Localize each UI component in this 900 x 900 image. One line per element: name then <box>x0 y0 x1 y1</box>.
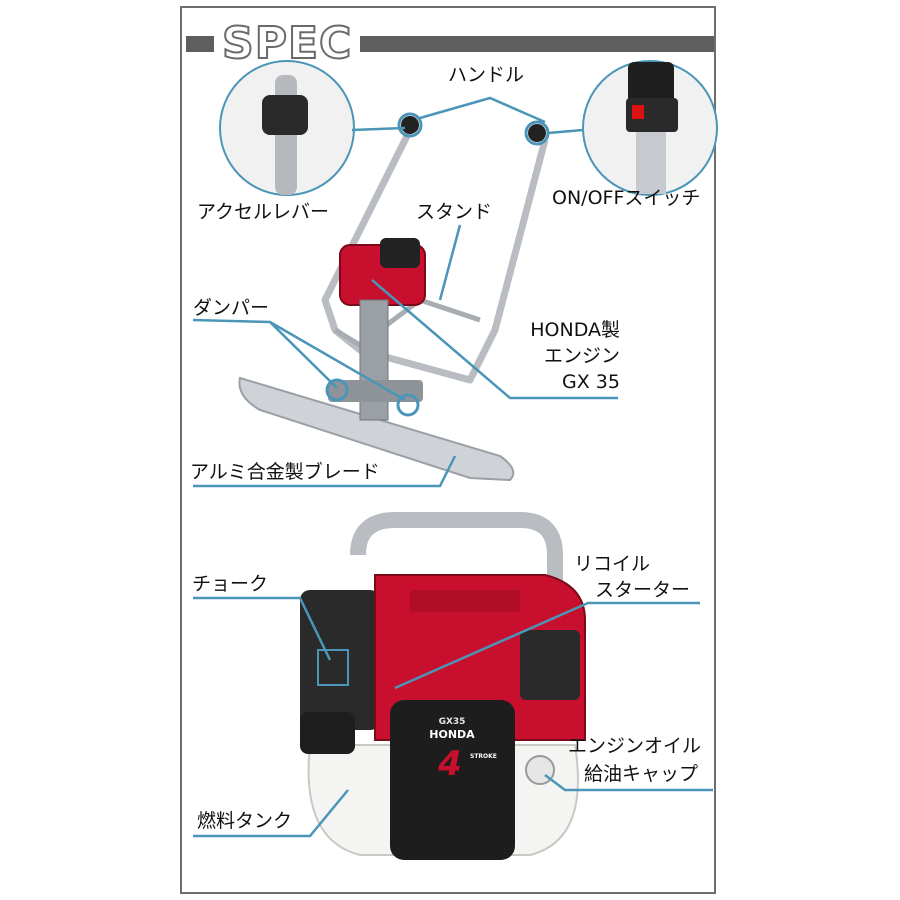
recoil-cover <box>390 700 515 860</box>
handle-marker-left <box>397 112 423 138</box>
carry-handle <box>350 512 563 600</box>
label-engine-line2: エンジン <box>543 345 620 367</box>
label-oil-cap-line1: エンジンオイル <box>568 735 702 757</box>
callout-lines-top <box>192 96 618 488</box>
accel-lever-grip <box>262 95 308 135</box>
label-engine-line1: HONDA製 <box>530 319 620 341</box>
label-recoil-line1: リコイル <box>574 553 651 575</box>
engine-model-mark: GX35 <box>439 717 466 727</box>
cowl-emblem-area <box>410 590 520 612</box>
label-engine-line3: GX 35 <box>562 371 620 393</box>
spec-heading: SPEC <box>214 17 361 70</box>
label-stand: スタンド <box>416 201 493 223</box>
label-on-off-switch: ON/OFFスイッチ <box>552 187 701 209</box>
label-fuel-tank: 燃料タンク <box>197 810 293 832</box>
fuel-cap <box>300 712 355 754</box>
label-blade: アルミ合金製ブレード <box>190 461 380 483</box>
engine-brand-mark: HONDA <box>429 728 475 741</box>
choke-marker <box>317 649 349 686</box>
label-handle: ハンドル <box>448 64 525 86</box>
damper-marker-right <box>396 393 420 417</box>
engine-cover <box>380 238 420 268</box>
label-oil-cap-line2: 給油キャップ <box>584 763 699 785</box>
label-damper: ダンパー <box>193 297 270 319</box>
stand-frame <box>333 297 481 349</box>
air-cleaner <box>300 590 380 730</box>
label-recoil-line2: スターター <box>595 579 691 601</box>
damper-marker-left <box>325 378 349 402</box>
left-grip <box>401 116 419 134</box>
engine-stroke-word: STROKE <box>470 753 497 760</box>
label-choke: チョーク <box>192 573 269 595</box>
muffler-guard <box>520 630 580 700</box>
label-accel-lever: アクセルレバー <box>197 201 330 223</box>
switch-button <box>632 105 644 119</box>
blade-shape <box>238 376 515 482</box>
switch-tube <box>636 132 666 194</box>
right-grip <box>528 124 546 142</box>
callout-lines-bottom <box>193 596 713 838</box>
engine-stroke-number: 4 <box>437 744 462 784</box>
